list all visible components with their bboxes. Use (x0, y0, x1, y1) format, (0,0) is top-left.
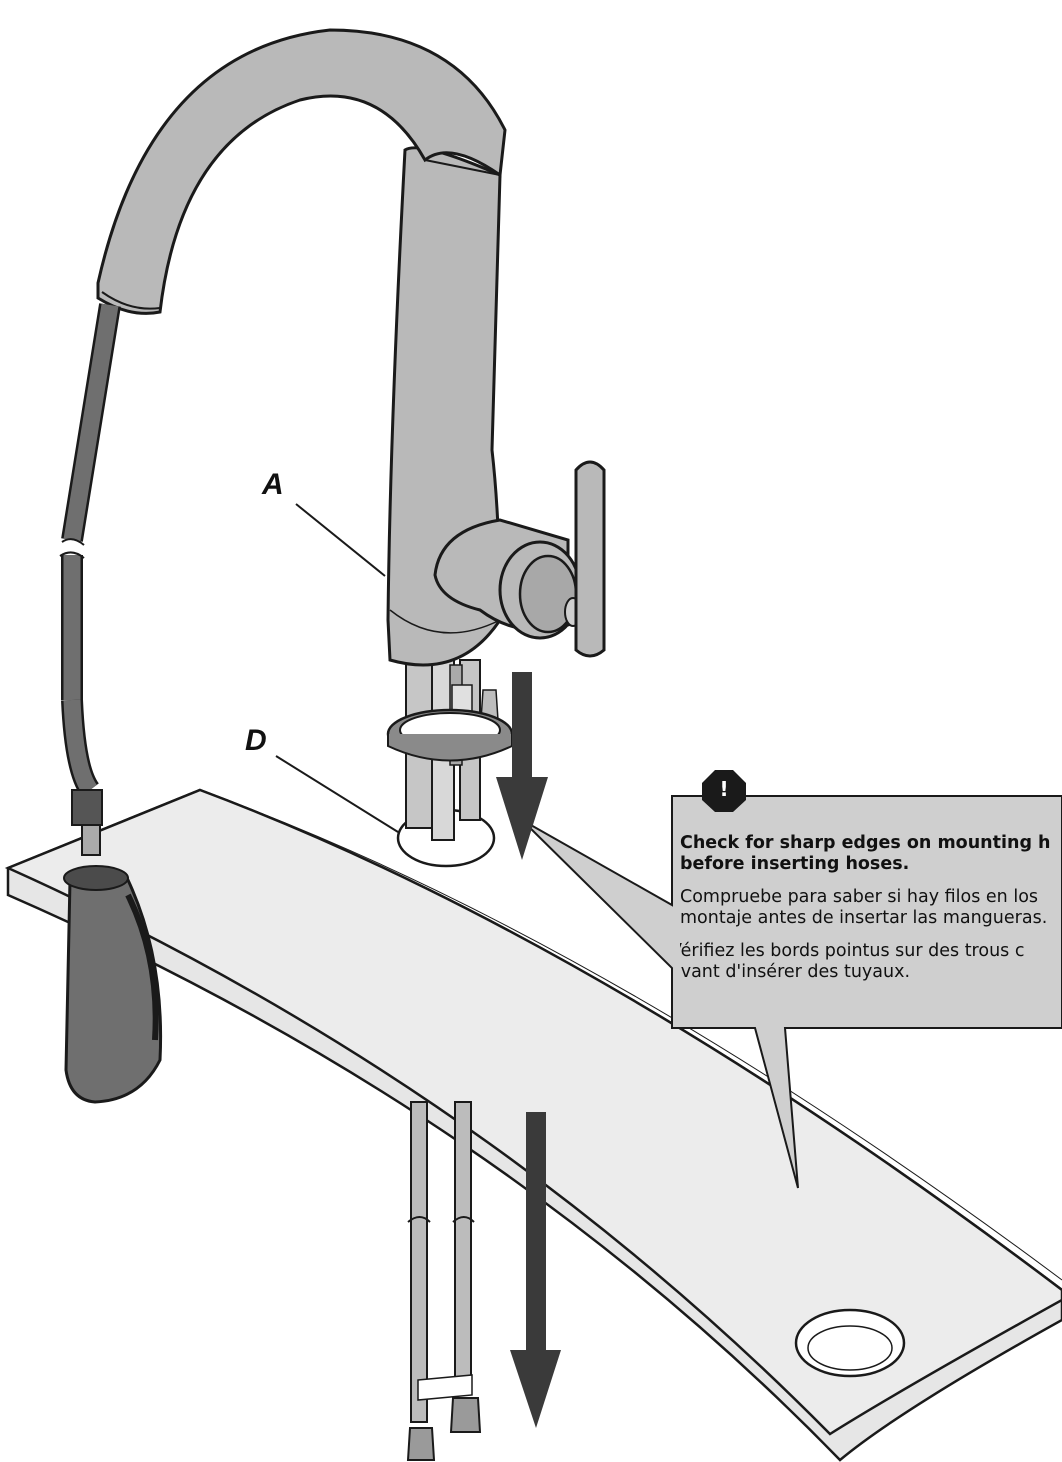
warning-english: Check for sharp edges on mounting h befo… (680, 833, 1051, 874)
warning-callout (521, 795, 1062, 1189)
warning-mark: ! (719, 777, 729, 801)
down-arrow-lower (510, 1112, 561, 1428)
spray-head (63, 865, 163, 1104)
supply-hoses (406, 1101, 482, 1461)
spout-arch (96, 28, 507, 315)
warning-french: Vérifiez les bords pointus sur des trous… (680, 941, 1025, 982)
warning-spanish: Compruebe para saber si hay filos en los… (680, 887, 1048, 928)
warning-text: Check for sharp edges on mounting h befo… (680, 833, 1062, 995)
label-a-leader (295, 503, 386, 577)
faucet-handle (433, 460, 606, 658)
down-arrow-upper (496, 672, 548, 860)
label-d-leader (275, 755, 399, 833)
pull-down-hose (59, 303, 121, 856)
label-d: D (245, 724, 267, 757)
warning-exclamation-icon (702, 770, 746, 812)
mounting-nut (386, 708, 514, 762)
label-a: A (262, 468, 284, 501)
